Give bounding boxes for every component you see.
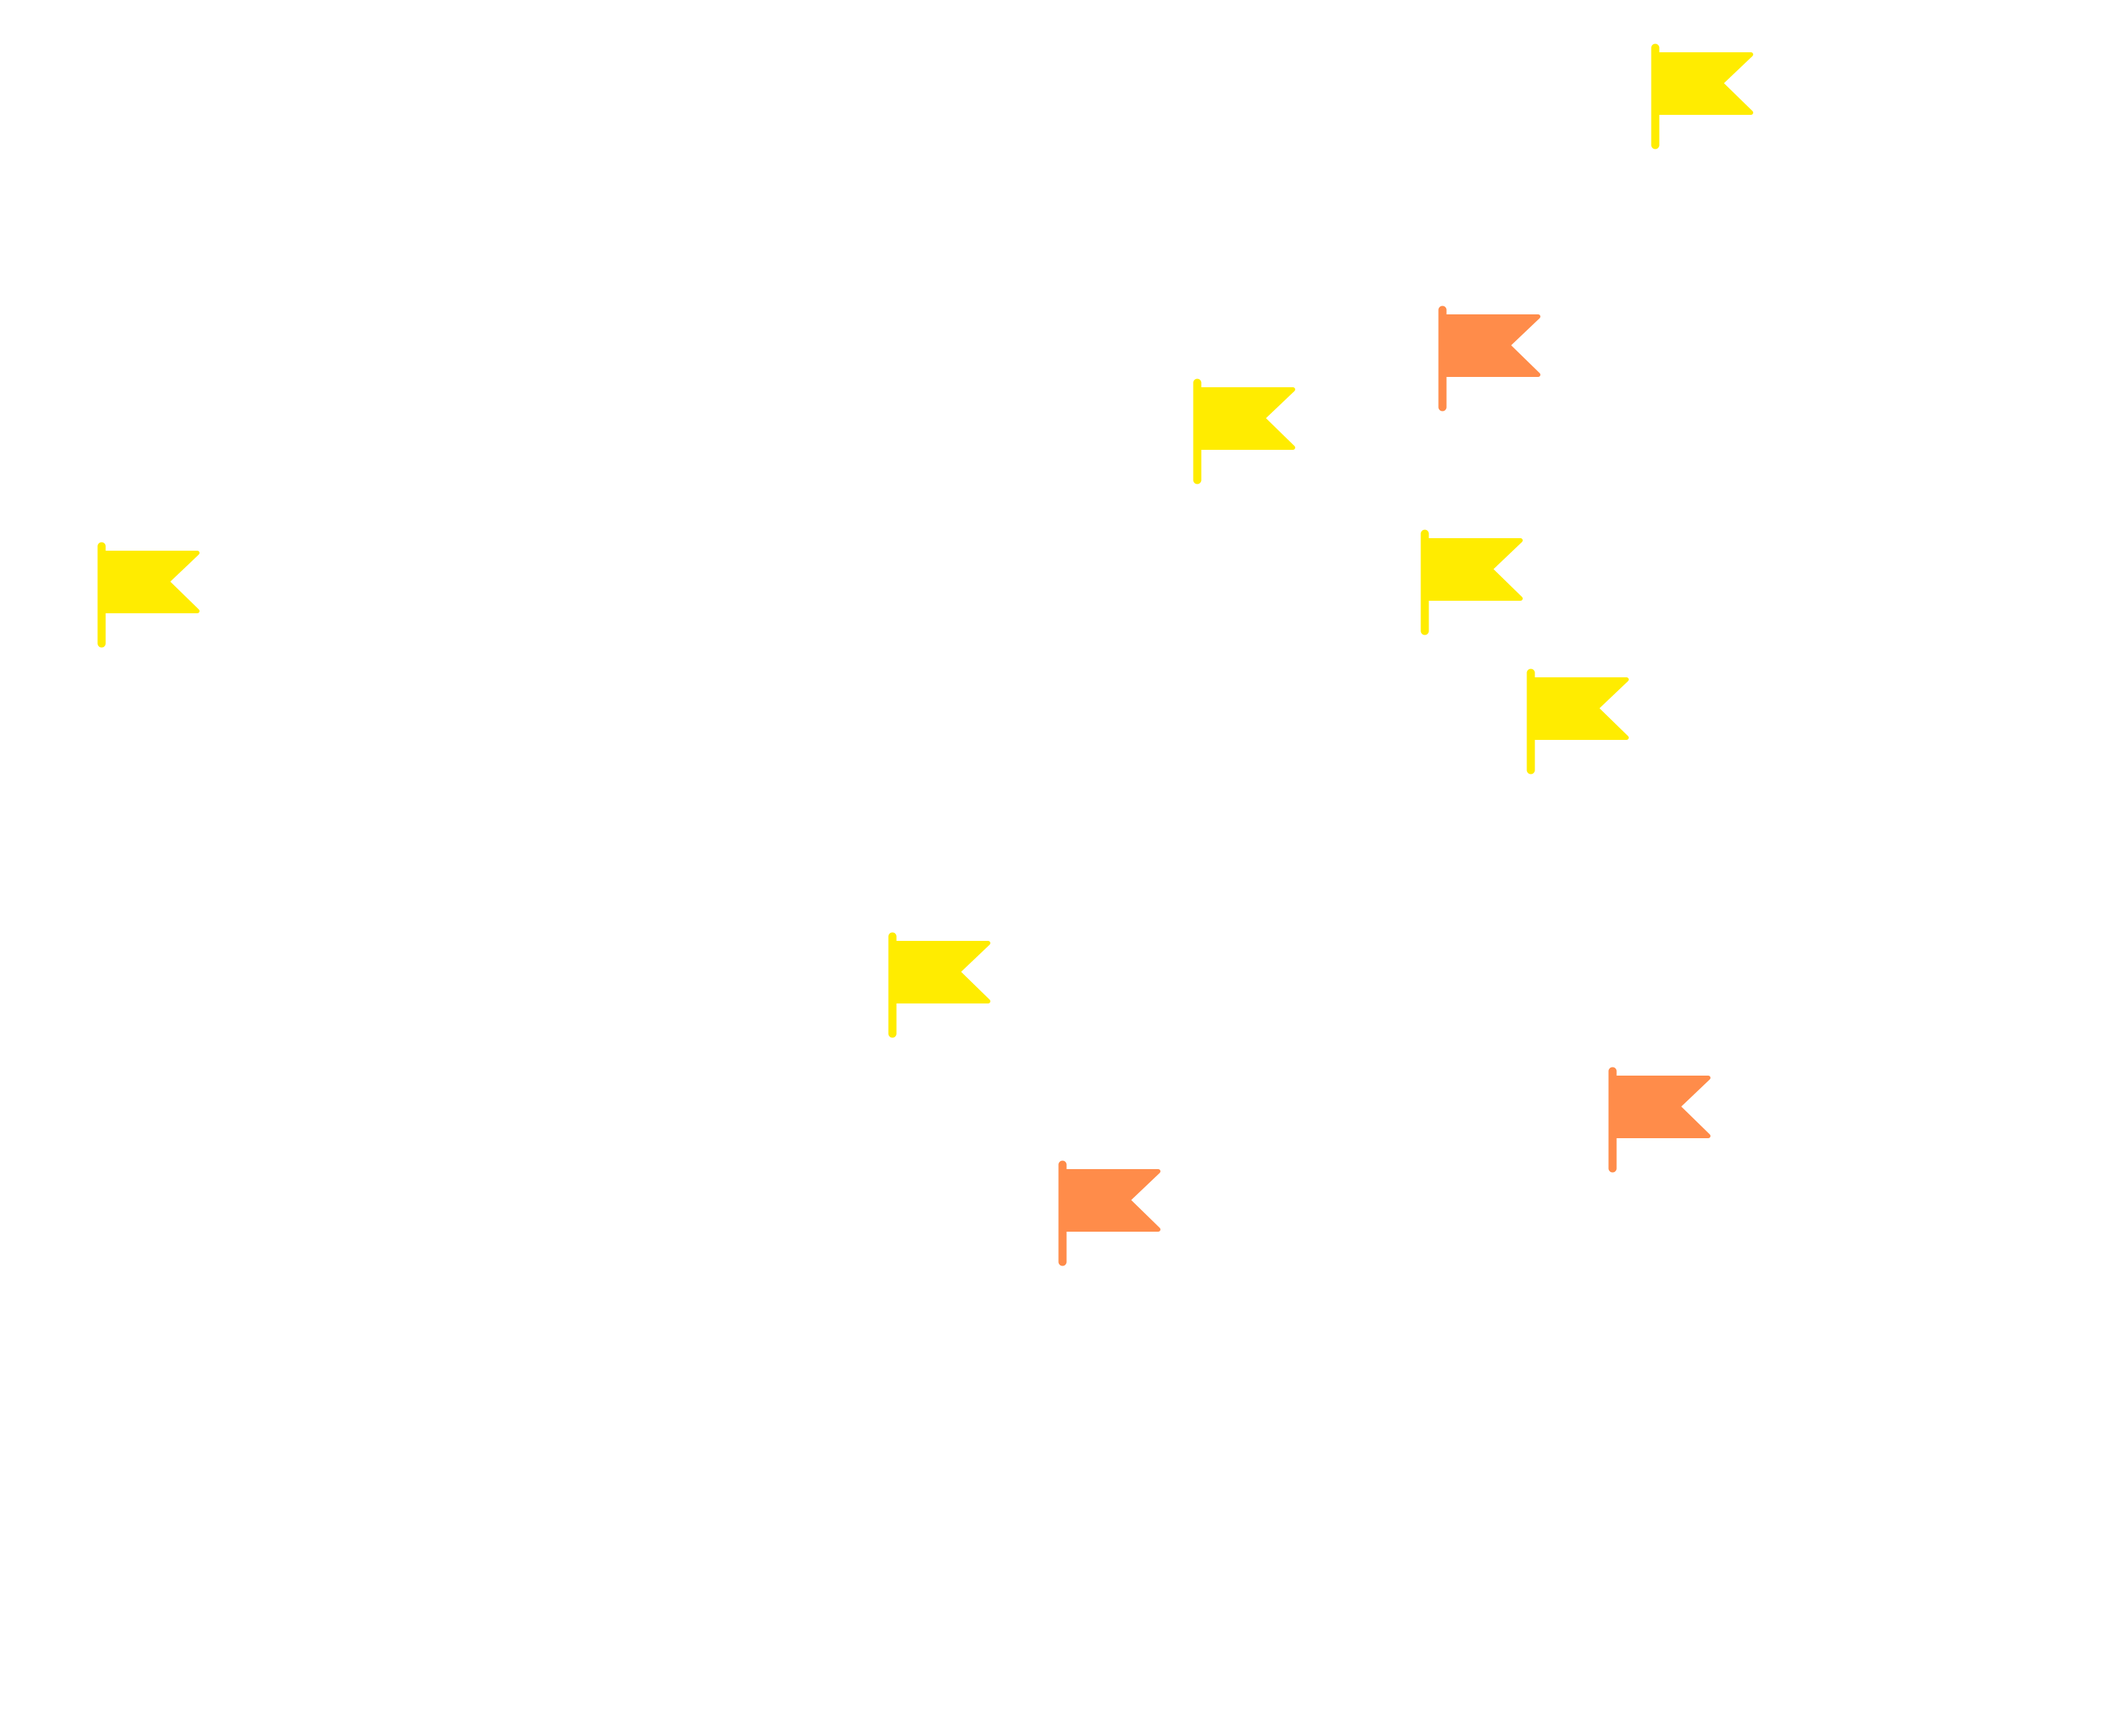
flag-banner bbox=[1527, 677, 1629, 740]
map-marker-flag[interactable] bbox=[885, 930, 996, 1040]
flag-banner bbox=[1059, 1169, 1160, 1232]
flag-banner bbox=[1652, 52, 1753, 115]
flag-banner bbox=[1609, 1076, 1710, 1138]
flag-icon bbox=[1420, 529, 1523, 635]
map-marker-flag[interactable] bbox=[1605, 1065, 1716, 1175]
flag-icon bbox=[1608, 1067, 1710, 1173]
map-marker-flag[interactable] bbox=[94, 540, 205, 650]
flag-banner bbox=[1439, 314, 1540, 377]
flag-banner bbox=[1421, 538, 1523, 601]
map-marker-flag[interactable] bbox=[1417, 527, 1528, 638]
map-marker-flag[interactable] bbox=[1648, 41, 1758, 152]
map-marker-flag[interactable] bbox=[1523, 666, 1634, 777]
map-marker-flag[interactable] bbox=[1055, 1158, 1166, 1269]
flag-icon bbox=[888, 932, 990, 1038]
flag-icon bbox=[1438, 306, 1540, 412]
flag-icon bbox=[1193, 378, 1295, 484]
flag-icon bbox=[1058, 1160, 1160, 1266]
map-marker-flag[interactable] bbox=[1435, 303, 1546, 414]
flag-banner bbox=[889, 941, 990, 1003]
flag-banner bbox=[1194, 387, 1295, 450]
flag-icon bbox=[97, 542, 200, 648]
flag-banner bbox=[98, 551, 200, 613]
map-marker-flag[interactable] bbox=[1190, 376, 1300, 487]
flag-icon bbox=[1526, 668, 1629, 775]
flag-icon bbox=[1651, 43, 1753, 149]
